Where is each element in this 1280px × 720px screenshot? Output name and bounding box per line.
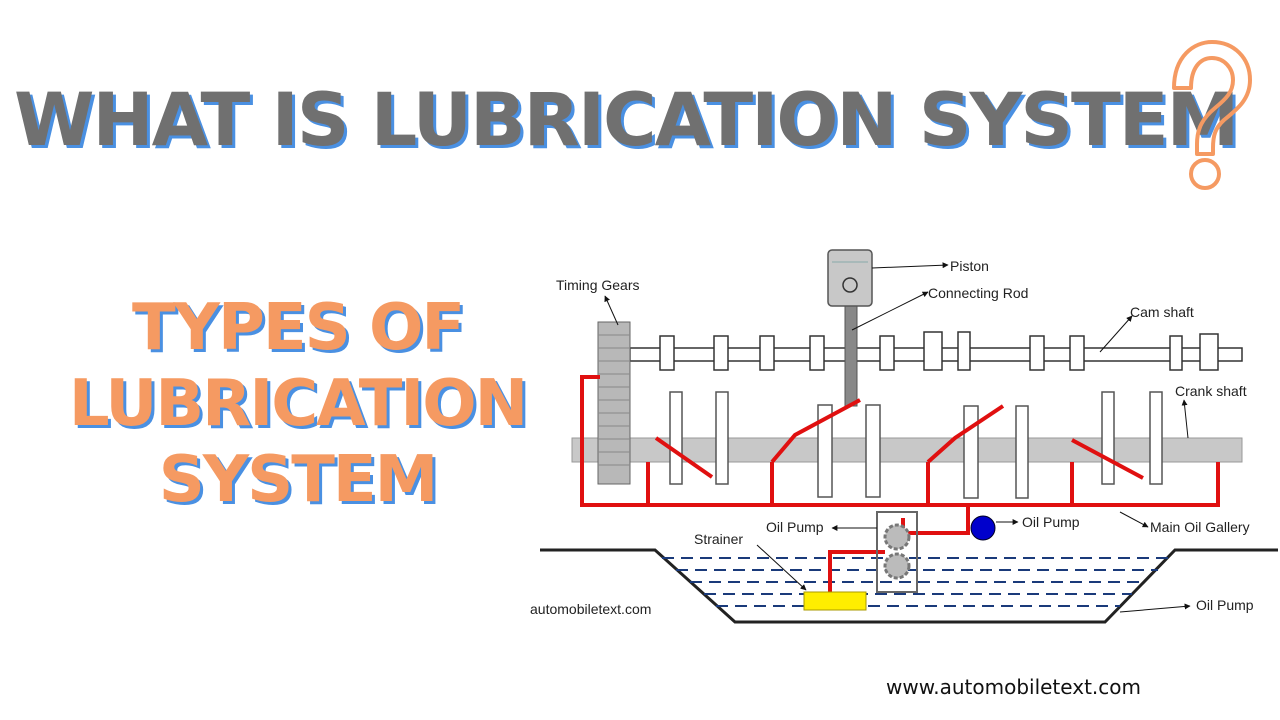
label-strainer: Strainer [694, 531, 743, 547]
label-connecting-rod: Connecting Rod [928, 285, 1028, 301]
oil-lines [580, 375, 1220, 598]
piston-assembly [827, 249, 873, 407]
subtitle-line-3: SYSTEM [158, 443, 439, 517]
watermark-text: automobiletext.com [530, 601, 651, 617]
label-oil-pump-right: Oil Pump [1022, 514, 1080, 530]
label-oil-pump-left: Oil Pump [766, 519, 824, 535]
label-arrows [604, 262, 1191, 613]
timing-gear [597, 321, 631, 485]
page-title: WHAT IS LUBRICATION SYSTEM [14, 78, 1239, 163]
oil-pump-ball [970, 515, 996, 541]
cam-shaft [629, 331, 1243, 371]
label-crank-shaft: Crank shaft [1175, 383, 1247, 399]
footer-url: www.automobiletext.com [886, 675, 1141, 699]
label-main-oil-gallery: Main Oil Gallery [1150, 519, 1250, 535]
subtitle-line-2: LUBRICATION [68, 367, 528, 441]
lubrication-diagram: Timing Gears Piston Connecting Rod Cam s… [530, 249, 1278, 624]
label-oil-pump-sump: Oil Pump [1196, 597, 1254, 613]
label-piston: Piston [950, 258, 989, 274]
label-timing-gears: Timing Gears [556, 277, 640, 293]
crank-shaft [571, 391, 1243, 499]
question-mark-icon [1172, 40, 1252, 190]
strainer-block [803, 591, 867, 611]
gear-oil-pump [876, 511, 918, 593]
label-cam-shaft: Cam shaft [1130, 304, 1194, 320]
subtitle-line-1: TYPES OF [131, 291, 465, 365]
section-subtitle: TYPES OF LUBRICATION SYSTEM [20, 290, 575, 518]
